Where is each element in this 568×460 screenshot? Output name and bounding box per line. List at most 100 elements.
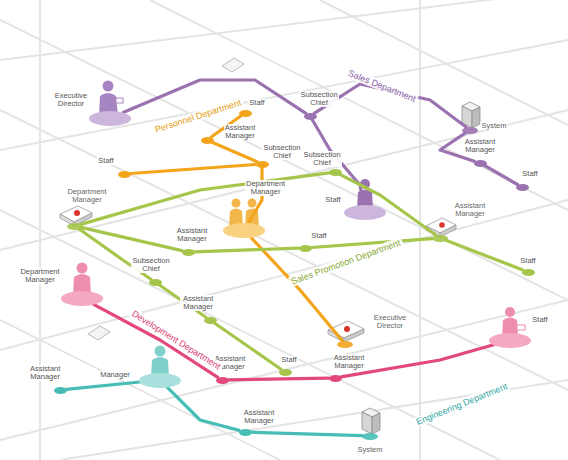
station-label: Staff [280, 356, 297, 364]
person-station: Department Manager [61, 291, 103, 306]
station-label: Staff [310, 232, 327, 240]
grid-line [150, 0, 568, 210]
grid-line [0, 20, 568, 300]
station-label: Department Manager [245, 180, 286, 196]
station-label: Assistant Manager [24, 365, 67, 381]
station-dot: Assistant Manager [474, 160, 487, 167]
stamp [344, 326, 350, 332]
station-label: Staff [519, 257, 536, 265]
paper-sheet [222, 58, 244, 72]
station-label: Manager [99, 371, 131, 379]
person-station: Staff [489, 333, 531, 348]
station-label: Staff [521, 170, 538, 178]
grid-line [60, 380, 568, 460]
route-line [251, 237, 343, 341]
person-station: Executive Director [89, 111, 131, 126]
station-label: Staff [97, 157, 114, 165]
station-label: Assistant Manager [333, 354, 365, 370]
person-head [248, 199, 257, 208]
route-line [446, 240, 523, 270]
route-line [130, 165, 255, 174]
grid-line [0, 0, 568, 60]
grid-line [320, 0, 568, 125]
route-line [167, 387, 239, 430]
grid-line [39, 0, 41, 460]
station-label: Assistant Manager [464, 138, 496, 154]
station-dot: Assistant Manager [329, 375, 342, 382]
person-station: Manager [139, 373, 181, 388]
station-label: Department Manager [14, 268, 66, 284]
station-label: Subsection Chief [302, 151, 341, 167]
grid-line [419, 0, 421, 460]
paper-sheet [88, 326, 110, 340]
route-line [212, 142, 257, 162]
grid-line [0, 40, 568, 150]
station-label: Subsection Chief [299, 91, 338, 107]
route-line [82, 173, 329, 224]
grid-line [0, 110, 568, 250]
server-side [362, 412, 372, 434]
server-side [472, 107, 480, 128]
station-label: Subsection Chief [262, 144, 301, 160]
route-line [94, 304, 218, 377]
station-dot: Staff [279, 369, 292, 376]
laptop [517, 325, 525, 330]
station-label: Staff [248, 99, 265, 107]
station-dot: Assistant Manager [216, 377, 229, 384]
grid-line [0, 110, 568, 390]
person-head [155, 346, 166, 357]
station-label: System [480, 122, 507, 130]
route-line [229, 378, 329, 380]
person-head [505, 307, 515, 317]
route-line [66, 382, 139, 389]
route-line [252, 432, 363, 436]
icon-station: Department Manager [67, 223, 83, 230]
icon-station: System [362, 433, 378, 440]
icon-station: System [462, 127, 478, 134]
station-label: Assistant Manager [243, 409, 275, 425]
station-label: System [357, 446, 384, 454]
icon-station: Executive Director [337, 341, 353, 348]
station-dot: Assistant Manager [182, 249, 195, 256]
station-label: Staff [324, 196, 341, 204]
route-line [82, 228, 182, 251]
station-dot: Staff [239, 110, 252, 117]
station-dot: Staff [299, 245, 312, 252]
station-label: Assistant Manager [180, 295, 217, 311]
station-dot: Assistant Manager [54, 387, 67, 394]
station-dot: Subsection Chief [329, 169, 342, 176]
icon-station: Assistant Manager [432, 235, 448, 242]
route-line [195, 248, 299, 252]
person-head [77, 263, 88, 274]
person-station: Department Manager [223, 223, 265, 238]
station-label: Executive Director [45, 92, 97, 108]
station-dot: Assistant Manager [204, 317, 217, 324]
stamp [439, 222, 445, 228]
station-dot: Staff [118, 171, 131, 178]
route-line [340, 174, 436, 235]
station-label: Staff [531, 316, 548, 324]
station-label: Assistant Manager [224, 124, 256, 140]
stamp [74, 210, 80, 216]
person-head [232, 199, 241, 208]
station-dot: Assistant Manager [201, 137, 214, 144]
person-head [103, 81, 114, 92]
station-dot: Subsection Chief [149, 279, 162, 286]
station-label: Department Manager [66, 188, 107, 204]
grid-line [0, 300, 568, 440]
station-label: Executive Director [373, 314, 408, 330]
station-dot: Staff [522, 269, 535, 276]
department-label: Engineering Department [413, 380, 511, 427]
station-dot: Staff [516, 184, 529, 191]
station-label: Subsection Chief [131, 257, 170, 273]
route-line [485, 166, 518, 185]
station-label: Assistant Manager [176, 227, 208, 243]
station-dot: Subsection Chief [304, 113, 317, 120]
person-station: Staff [344, 205, 386, 220]
server-icon [362, 408, 380, 434]
station-label: Assistant Manager [454, 202, 486, 218]
tablet [116, 98, 123, 103]
grid-line [0, 320, 280, 460]
